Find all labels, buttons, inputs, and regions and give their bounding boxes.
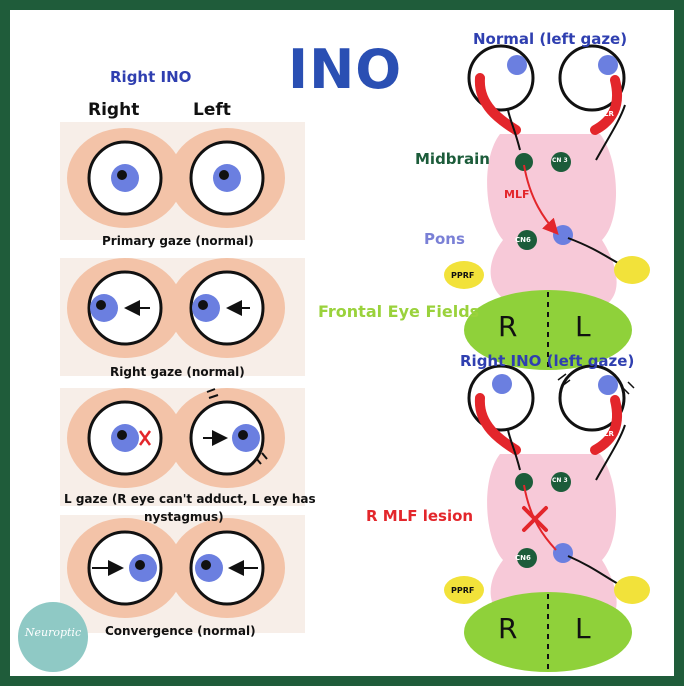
cn3-label: CN 3	[552, 157, 568, 164]
col-right-label: Right	[88, 100, 140, 120]
right-ino-heading: Right INO	[110, 68, 192, 86]
pons-label: Pons	[424, 230, 465, 248]
mr-label-bottom: MR	[514, 428, 527, 436]
col-left-label: Left	[193, 100, 231, 120]
normal-gaze-heading: Normal (left gaze)	[473, 30, 628, 48]
bottom-r-label: R	[498, 612, 518, 645]
caption-primary-gaze: Primary gaze (normal)	[102, 234, 254, 248]
mlf-label: MLF	[504, 188, 530, 201]
caption-right-gaze: Right gaze (normal)	[110, 365, 245, 379]
lr-label: LR	[604, 110, 614, 118]
r-mlf-lesion-label: R MLF lesion	[366, 507, 474, 525]
lr-label-bottom: LR	[604, 430, 614, 438]
top-r-label: R	[498, 310, 518, 343]
frontal-eye-fields-label: Frontal Eye Fields	[318, 302, 480, 321]
bottom-l-label: L	[575, 612, 591, 645]
cn6-label-bottom: CN6	[515, 554, 531, 562]
infographic-frame: INO Right INO Right Left	[10, 10, 674, 676]
pprf-label: PPRF	[451, 271, 475, 280]
neuroptic-logo: Neuroptic	[18, 602, 88, 672]
cn6-label: CN6	[515, 236, 531, 244]
caption-left-gaze-cont: nystagmus)	[144, 510, 224, 524]
page-title: INO	[288, 38, 403, 101]
top-l-label: L	[575, 310, 591, 343]
cn3-label-bottom: CN 3	[552, 477, 568, 484]
pprf-label-bottom: PPRF	[451, 586, 475, 595]
mr-label: MR	[514, 108, 527, 116]
logo-text: Neuroptic	[24, 626, 82, 639]
eyes-illustration	[67, 44, 650, 672]
caption-left-gaze: L gaze (R eye can't adduct, L eye has	[64, 492, 316, 506]
midbrain-label: Midbrain	[415, 150, 490, 168]
caption-convergence: Convergence (normal)	[105, 624, 256, 638]
right-ino-gaze-heading: Right INO (left gaze)	[460, 352, 635, 370]
